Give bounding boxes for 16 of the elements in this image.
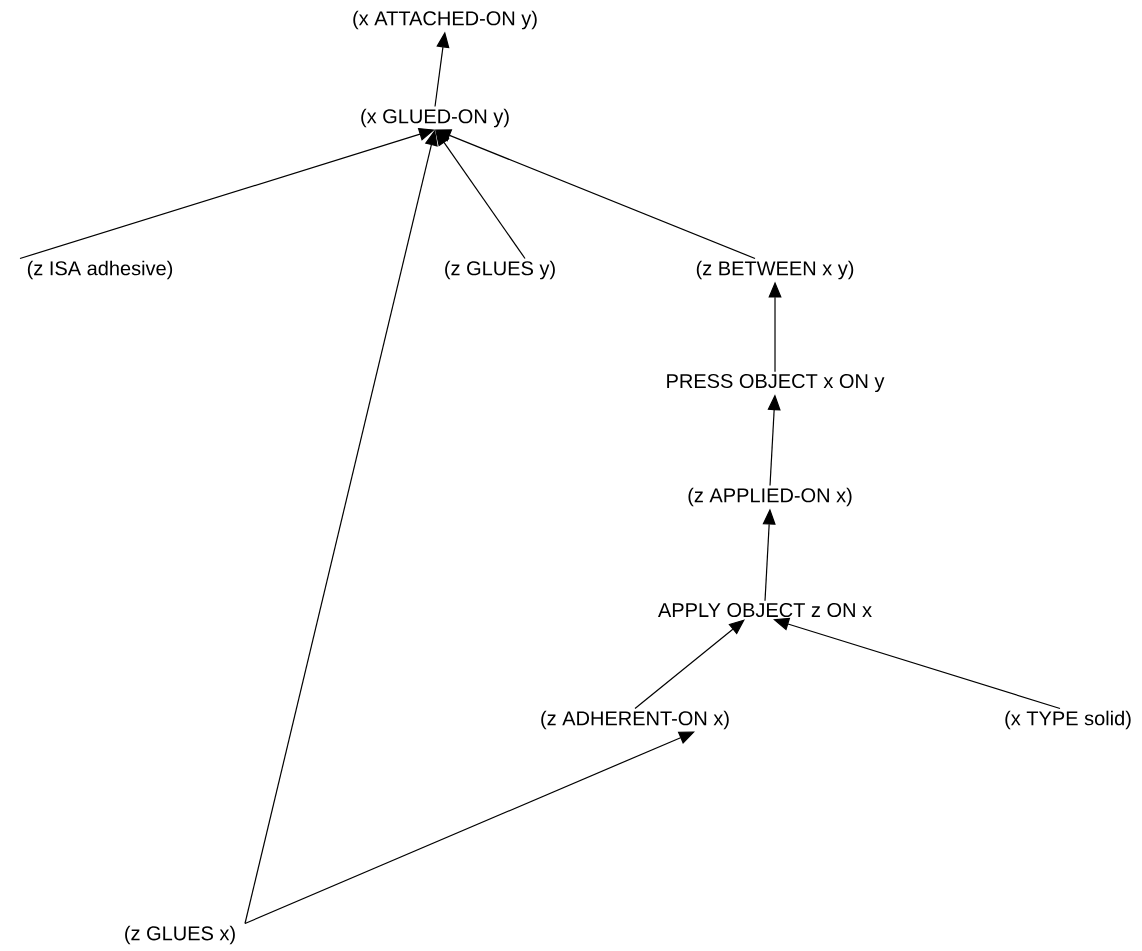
statement-text: (x GLUED-ON y) — [361, 108, 509, 128]
statement-text: PRESS OBJECT x ON y — [667, 373, 885, 393]
statement-text: APPLY OBJECT z ON x — [658, 602, 872, 618]
statement-text: (z GLUES y) — [445, 260, 555, 280]
statement-text: (z ADHERENT-ON x) — [541, 710, 729, 730]
arrow — [773, 617, 1061, 710]
statement-text: (x ATTACHED-ON y) — [353, 10, 537, 30]
statement-text: (z APPLIED-ON x) — [688, 487, 852, 507]
statement-text: (z GLUES x) — [125, 925, 235, 945]
arrow — [435, 129, 756, 260]
statement-text: (x TYPE solid) — [1005, 710, 1131, 730]
arrow — [244, 731, 695, 925]
arrow — [634, 619, 745, 710]
statement-text: (z BETWEEN x y) — [696, 260, 854, 280]
statement-text: (z ISA adhesive) — [27, 260, 173, 280]
arrow — [19, 127, 435, 260]
